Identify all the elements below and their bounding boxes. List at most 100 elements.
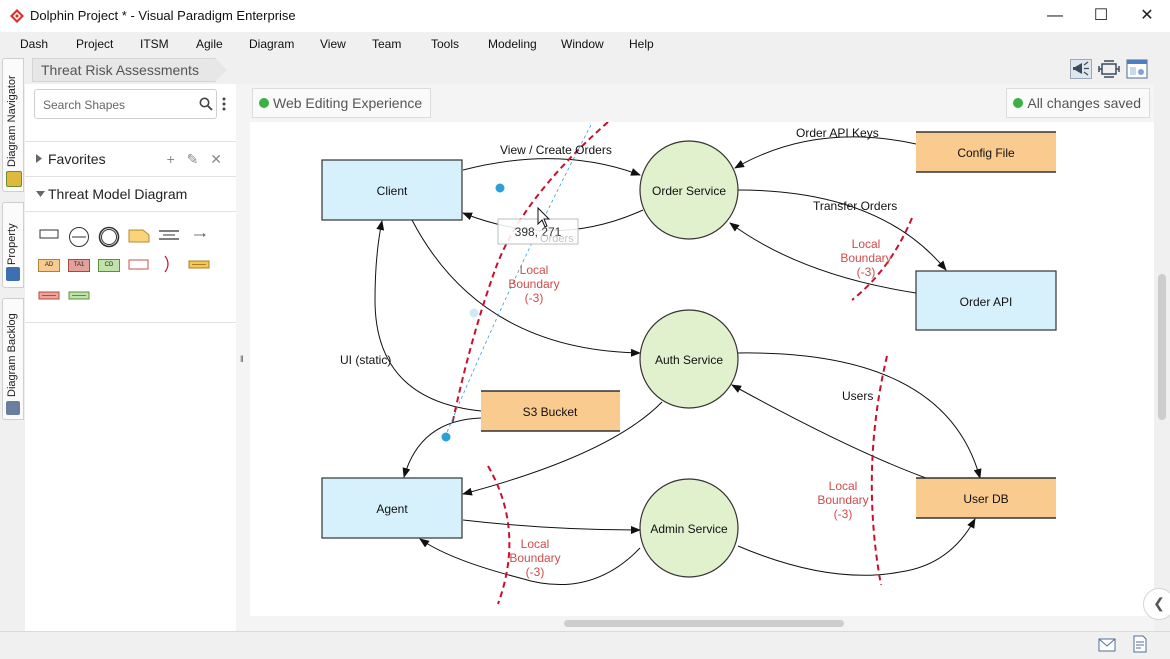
search-icon[interactable] bbox=[199, 97, 213, 111]
selection-handle[interactable] bbox=[441, 432, 451, 442]
flow-order-service-to-order-api[interactable] bbox=[737, 189, 947, 271]
data-flow-shape-icon[interactable] bbox=[193, 232, 207, 238]
backlog-icon bbox=[6, 401, 20, 415]
vertical-scrollbar[interactable] bbox=[1154, 84, 1170, 631]
splitter-grip-icon[interactable]: ‖ bbox=[240, 354, 244, 364]
datastore-config-file[interactable] bbox=[916, 131, 1056, 173]
datastore-user-db[interactable] bbox=[916, 477, 1056, 519]
announcement-icon[interactable] bbox=[1070, 59, 1092, 79]
process-order-service[interactable] bbox=[639, 140, 739, 240]
countermeasure-shape-icon[interactable]: CD bbox=[98, 259, 120, 272]
menu-tools[interactable]: Tools bbox=[431, 37, 460, 51]
complex-process-shape-icon[interactable] bbox=[98, 226, 120, 248]
layout-panel-icon[interactable] bbox=[1126, 59, 1148, 79]
favorites-section[interactable]: Favorites + ✎ ✕ bbox=[25, 141, 236, 176]
process-auth-service[interactable] bbox=[639, 309, 739, 409]
search-box bbox=[34, 89, 217, 119]
menu-project[interactable]: Project bbox=[76, 37, 114, 51]
menu-modeling[interactable]: Modeling bbox=[488, 37, 537, 51]
selection-handle[interactable] bbox=[469, 308, 479, 318]
diagram-canvas[interactable]: Web Editing Experience All changes saved bbox=[250, 84, 1154, 616]
panel-splitter[interactable]: ‖ bbox=[236, 84, 250, 631]
coordinate-tooltip: 398, 271 Orders bbox=[497, 218, 579, 245]
trust-boundary-order-api[interactable] bbox=[851, 217, 913, 301]
minimize-button[interactable]: — bbox=[1047, 7, 1063, 24]
flow-user-db-to-auth[interactable] bbox=[731, 384, 927, 479]
web-editing-badge[interactable]: Web Editing Experience bbox=[252, 88, 432, 118]
title-bar: Dolphin Project * - Visual Paradigm Ente… bbox=[0, 0, 1170, 32]
flow-s3-to-agent[interactable] bbox=[402, 417, 482, 478]
attack-scenario-shape-icon[interactable]: AD bbox=[38, 259, 60, 272]
favorites-actions[interactable]: + ✎ ✕ bbox=[166, 151, 226, 167]
datastore-s3-bucket[interactable] bbox=[481, 390, 620, 432]
process-shape-icon[interactable] bbox=[68, 226, 90, 248]
horizontal-scrollbar[interactable] bbox=[250, 616, 1154, 631]
more-options-icon[interactable] bbox=[222, 97, 226, 111]
menu-help[interactable]: Help bbox=[629, 37, 654, 51]
flow-client-to-auth-service[interactable] bbox=[411, 219, 641, 357]
menu-bar: Dash Project ITSM Agile Diagram View Tea… bbox=[0, 32, 1170, 56]
breadcrumb: Threat Risk Assessments bbox=[24, 56, 1170, 84]
entity-agent[interactable] bbox=[321, 477, 463, 539]
fit-diagram-icon[interactable] bbox=[1098, 59, 1120, 79]
boundary-label-line2: Boundary bbox=[817, 493, 868, 507]
process-admin-service[interactable] bbox=[639, 478, 739, 578]
status-ok-icon bbox=[259, 98, 269, 108]
flow-s3-to-client[interactable] bbox=[374, 220, 482, 412]
flow-client-to-order-service[interactable] bbox=[462, 158, 641, 176]
boundary-label-line2: Boundary bbox=[509, 551, 560, 565]
breadcrumb-item-threat-risk-assessments[interactable]: Threat Risk Assessments bbox=[32, 58, 227, 82]
vertical-scroll-thumb[interactable] bbox=[1158, 274, 1166, 420]
flow-admin-service-to-agent[interactable] bbox=[419, 538, 641, 585]
maximize-button[interactable]: ☐ bbox=[1093, 7, 1109, 24]
menu-window[interactable]: Window bbox=[561, 37, 604, 51]
mouse-cursor-icon bbox=[537, 206, 551, 228]
flow-label-users: Users bbox=[842, 389, 873, 403]
trust-boundary-agent-admin[interactable] bbox=[487, 465, 511, 605]
menu-team[interactable]: Team bbox=[372, 37, 402, 51]
threat-agent-shape-icon[interactable]: TA1 bbox=[68, 259, 90, 272]
external-entity-shape-icon[interactable] bbox=[39, 227, 59, 241]
flow-label-view-create-orders: View / Create Orders bbox=[500, 143, 612, 157]
selection-handle[interactable] bbox=[495, 183, 505, 193]
note-shape-icon[interactable] bbox=[128, 228, 150, 244]
flow-admin-service-to-user-db[interactable] bbox=[737, 518, 976, 576]
horizontal-scroll-thumb[interactable] bbox=[564, 620, 844, 627]
trust-boundary-left[interactable] bbox=[451, 122, 609, 426]
mitigation-shape-icon[interactable] bbox=[68, 291, 90, 301]
asset-shape-icon[interactable] bbox=[128, 258, 150, 272]
threat-model-section[interactable]: Threat Model Diagram bbox=[25, 176, 236, 211]
mail-icon[interactable] bbox=[1098, 638, 1116, 652]
entity-client[interactable] bbox=[321, 159, 463, 221]
tab-diagram-backlog[interactable]: Diagram Backlog bbox=[2, 298, 24, 420]
close-button[interactable]: ✕ bbox=[1140, 7, 1154, 24]
datastore-config-file-label: Config File bbox=[957, 146, 1015, 160]
trust-boundary-shape-icon[interactable] bbox=[161, 254, 175, 274]
menu-dash[interactable]: Dash bbox=[20, 37, 49, 51]
entity-order-api[interactable] bbox=[915, 270, 1057, 331]
menu-itsm[interactable]: ITSM bbox=[140, 37, 169, 51]
trust-boundary-user-db[interactable] bbox=[870, 355, 888, 586]
process-admin-service-label: Admin Service bbox=[650, 522, 728, 536]
menu-view[interactable]: View bbox=[320, 37, 346, 51]
chevron-left-icon: ❮ bbox=[1153, 595, 1165, 611]
document-edit-icon[interactable] bbox=[1132, 635, 1148, 653]
tab-property[interactable]: Property bbox=[2, 202, 24, 288]
search-input[interactable] bbox=[41, 95, 195, 115]
save-status-label: All changes saved bbox=[1027, 95, 1141, 111]
data-store-shape-icon[interactable] bbox=[158, 228, 180, 242]
threat-model-diagram[interactable]: Client Order API Agent Order Service Aut… bbox=[250, 122, 1154, 616]
window-title: Dolphin Project * - Visual Paradigm Ente… bbox=[30, 8, 296, 23]
collapse-panel-button[interactable]: ❮ bbox=[1143, 588, 1170, 620]
flow-config-to-order-service[interactable] bbox=[734, 136, 917, 169]
security-control-shape-icon[interactable] bbox=[188, 260, 210, 270]
flow-agent-to-admin-service[interactable] bbox=[462, 519, 641, 534]
flow-label-order-api-keys: Order API Keys bbox=[796, 126, 879, 140]
vulnerability-shape-icon[interactable] bbox=[38, 291, 60, 301]
flow-auth-to-user-db[interactable] bbox=[737, 352, 982, 479]
tab-diagram-navigator[interactable]: Diagram Navigator bbox=[2, 58, 24, 192]
menu-agile[interactable]: Agile bbox=[196, 37, 223, 51]
menu-diagram[interactable]: Diagram bbox=[249, 37, 295, 51]
flow-order-api-to-order-service[interactable] bbox=[729, 222, 917, 294]
canvas-status-strip: Web Editing Experience All changes saved bbox=[250, 84, 1154, 122]
